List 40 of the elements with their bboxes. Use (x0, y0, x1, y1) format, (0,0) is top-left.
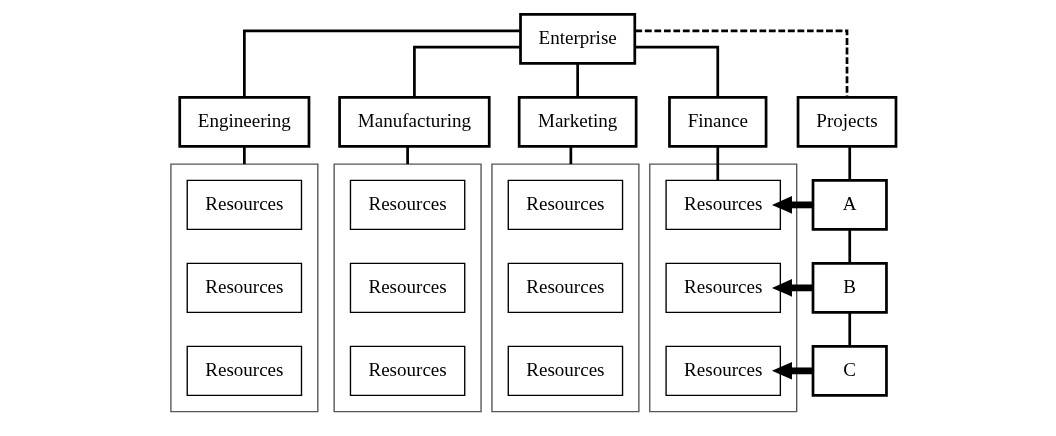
connector (635, 45, 720, 97)
node-box: B (811, 261, 888, 314)
node-box: Resources (665, 179, 782, 230)
connector (413, 45, 521, 97)
node-box: Resources (507, 262, 624, 313)
node-box: Resources (186, 262, 303, 313)
connector (848, 146, 852, 180)
node-box: Marketing (517, 95, 638, 148)
connector (848, 312, 852, 346)
cluster (491, 162, 640, 412)
node-box: Resources (507, 179, 624, 230)
node-box: Manufacturing (338, 95, 491, 148)
connector (243, 28, 521, 97)
node-box: Resources (349, 345, 466, 396)
connector (406, 146, 409, 164)
arrow (771, 195, 813, 214)
connector (576, 63, 579, 97)
connector (569, 146, 573, 164)
connector (716, 146, 720, 180)
arrow (771, 361, 813, 380)
node-box: Projects (796, 95, 898, 148)
cluster (649, 162, 798, 412)
node-box: Resources (186, 179, 303, 230)
node-box: Finance (668, 95, 768, 148)
node-box: Enterprise (519, 12, 637, 65)
arrow (771, 278, 813, 297)
cluster (170, 162, 319, 412)
cluster (333, 162, 482, 412)
connector (848, 229, 852, 263)
node-box: Resources (349, 262, 466, 313)
connector (243, 146, 246, 164)
connector (635, 28, 849, 97)
node-box: Resources (665, 345, 782, 396)
node-box: Resources (349, 179, 466, 230)
node-box: Resources (507, 345, 624, 396)
node-box: Resources (665, 262, 782, 313)
node-box: C (811, 344, 888, 397)
node-box: Engineering (178, 95, 311, 148)
node-box: Resources (186, 345, 303, 396)
node-box: A (811, 178, 888, 231)
